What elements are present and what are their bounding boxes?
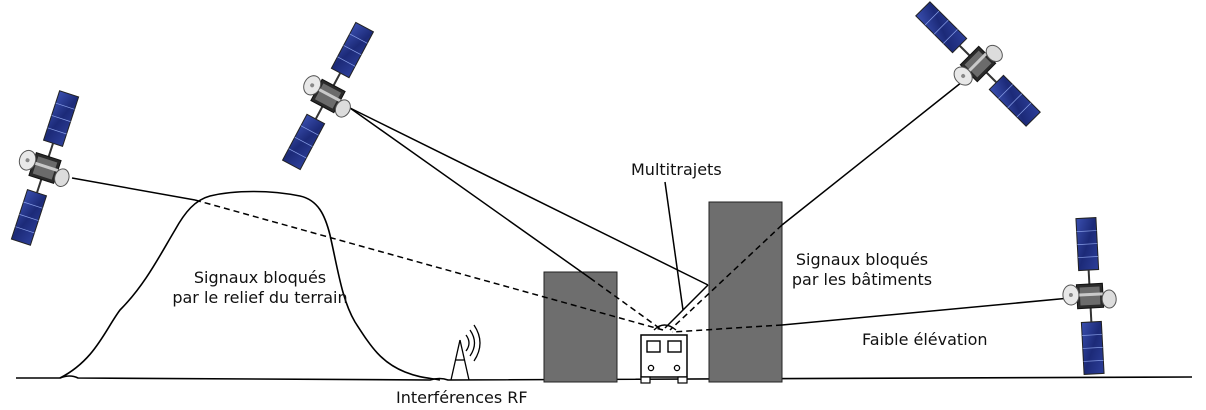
buildings-label-line2: par les bâtiments (791, 270, 933, 289)
building-tall (708, 201, 783, 383)
satellite-icon (902, 0, 1053, 140)
low-elevation-label: Faible élévation (862, 330, 988, 349)
terrain-label-line2: par le relief du terrain (172, 288, 348, 307)
satellite-icon (1057, 215, 1122, 377)
satellite-icon (0, 84, 95, 252)
terrain-blocked-label: Signaux bloqués par le relief du terrain (140, 268, 380, 308)
satellite-icon (266, 13, 389, 179)
signal-lines (71, 81, 1071, 333)
rf-interference-label: Interférences RF (396, 388, 528, 407)
radio-antenna-icon (450, 324, 481, 381)
multipath-label: Multitrajets (631, 160, 722, 179)
buildings-blocked-label: Signaux bloqués par les bâtiments (772, 250, 952, 290)
terrain-hill (59, 190, 441, 381)
buildings-label-line1: Signaux bloqués (795, 250, 929, 269)
building-short (543, 271, 618, 383)
vehicle-receiver-icon (640, 324, 688, 384)
ground-line (16, 375, 1193, 381)
terrain-label-line1: Signaux bloqués (193, 268, 327, 287)
